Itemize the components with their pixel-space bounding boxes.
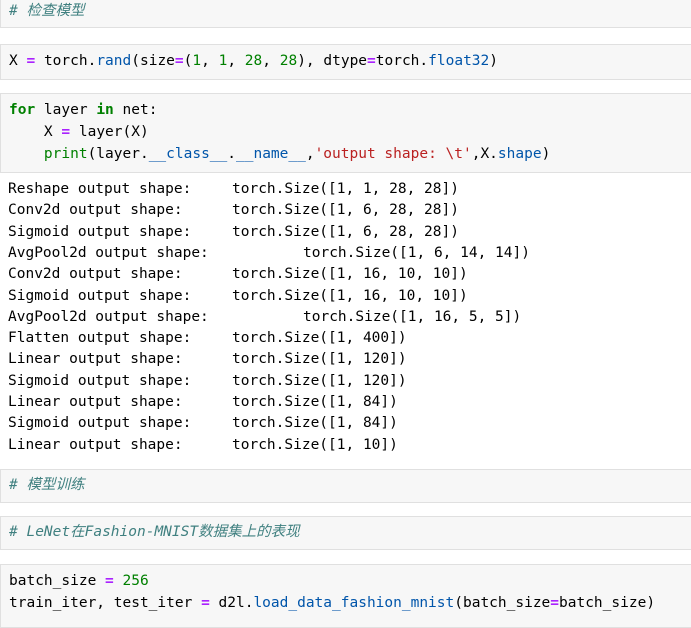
code-line: train_iter, test_iter = d2l.load_data_fa… bbox=[9, 595, 656, 611]
output-value: torch.Size([1, 120]) bbox=[232, 372, 407, 389]
output-value: torch.Size([1, 1, 28, 28]) bbox=[232, 181, 459, 197]
code-line: print(layer.__class__.__name__,'output s… bbox=[43, 146, 551, 162]
output-value: torch.Size([1, 16, 5, 5]) bbox=[303, 308, 522, 325]
code-cell-layer-loop[interactable]: for layer in net: X = layer(X) print(lay… bbox=[0, 93, 691, 173]
output-label: AvgPool2d output shape: bbox=[8, 308, 209, 325]
output-value: torch.Size([1, 6, 28, 28]) bbox=[232, 223, 459, 240]
output-row: Sigmoid output shape: torch.Size([1, 16, … bbox=[8, 286, 468, 307]
output-value: torch.Size([1, 400]) bbox=[232, 330, 407, 347]
output-row: Reshape output shape: torch.Size([1, 1, 2… bbox=[8, 179, 459, 200]
output-row: Flatten output shape: torch.Size([1, 400]… bbox=[8, 328, 407, 349]
code-cell-lenet-comment[interactable]: # LeNet在Fashion-MNIST数据集上的表现 bbox=[0, 516, 691, 550]
output-row: Sigmoid output shape: torch.Size([1, 84]) bbox=[8, 413, 398, 434]
output-value: torch.Size([1, 120]) bbox=[232, 351, 407, 368]
output-label: Linear output shape: bbox=[8, 394, 183, 410]
comment-text: # 检查模型 bbox=[9, 3, 85, 19]
comment-text: # 模型训练 bbox=[9, 477, 85, 493]
output-label: Sigmoid output shape: bbox=[8, 372, 192, 389]
output-value: torch.Size([1, 10]) bbox=[232, 436, 398, 453]
cell-output: Reshape output shape: torch.Size([1, 1, 2… bbox=[0, 179, 691, 459]
output-row: Linear output shape: torch.Size([1, 84]) bbox=[8, 392, 398, 413]
code-line: X = torch.rand(size=(1, 1, 28, 28), dtyp… bbox=[9, 53, 498, 69]
code-cell-check-model-comment[interactable]: # 检查模型 bbox=[0, 0, 691, 28]
output-row: Sigmoid output shape: torch.Size([1, 120]… bbox=[8, 371, 407, 392]
output-label: Sigmoid output shape: bbox=[8, 287, 192, 304]
output-value: torch.Size([1, 84]) bbox=[232, 394, 398, 410]
output-value: torch.Size([1, 16, 10, 10]) bbox=[232, 266, 468, 283]
output-label: Sigmoid output shape: bbox=[8, 415, 192, 432]
code-line: X = layer(X) bbox=[9, 124, 149, 140]
output-label: Linear output shape: bbox=[8, 436, 183, 453]
output-row: Linear output shape: torch.Size([1, 120]) bbox=[8, 349, 407, 370]
code-cell-train-comment[interactable]: # 模型训练 bbox=[0, 469, 691, 503]
output-row: AvgPool2d output shape: torch.Size([1, 6,… bbox=[8, 243, 530, 264]
output-row: Sigmoid output shape: torch.Size([1, 6, 2… bbox=[8, 222, 459, 243]
code-cell-create-input[interactable]: X = torch.rand(size=(1, 1, 28, 28), dtyp… bbox=[0, 44, 691, 80]
code-cell-load-data[interactable]: batch_size = 256 train_iter, test_iter =… bbox=[0, 564, 691, 628]
output-label: Linear output shape: bbox=[8, 351, 183, 368]
code-line: batch_size = 256 bbox=[9, 573, 149, 589]
output-value: torch.Size([1, 84]) bbox=[232, 415, 398, 432]
output-row: Linear output shape: torch.Size([1, 10]) bbox=[8, 435, 398, 456]
output-label: Reshape output shape: bbox=[8, 181, 192, 197]
output-value: torch.Size([1, 6, 14, 14]) bbox=[303, 244, 530, 261]
output-label: Flatten output shape: bbox=[8, 330, 192, 347]
output-row: Conv2d output shape: torch.Size([1, 16, 1… bbox=[8, 264, 468, 285]
output-label: Conv2d output shape: bbox=[8, 266, 183, 283]
output-label: Conv2d output shape: bbox=[8, 202, 183, 219]
output-value: torch.Size([1, 16, 10, 10]) bbox=[232, 287, 468, 304]
code-line: for layer in net: bbox=[9, 102, 158, 118]
output-label: AvgPool2d output shape: bbox=[8, 244, 209, 261]
output-value: torch.Size([1, 6, 28, 28]) bbox=[232, 202, 459, 219]
comment-text: # LeNet在Fashion-MNIST数据集上的表现 bbox=[9, 524, 300, 540]
output-row: Conv2d output shape: torch.Size([1, 6, 28… bbox=[8, 200, 459, 221]
output-label: Sigmoid output shape: bbox=[8, 223, 192, 240]
output-row: AvgPool2d output shape: torch.Size([1, 16… bbox=[8, 307, 521, 328]
